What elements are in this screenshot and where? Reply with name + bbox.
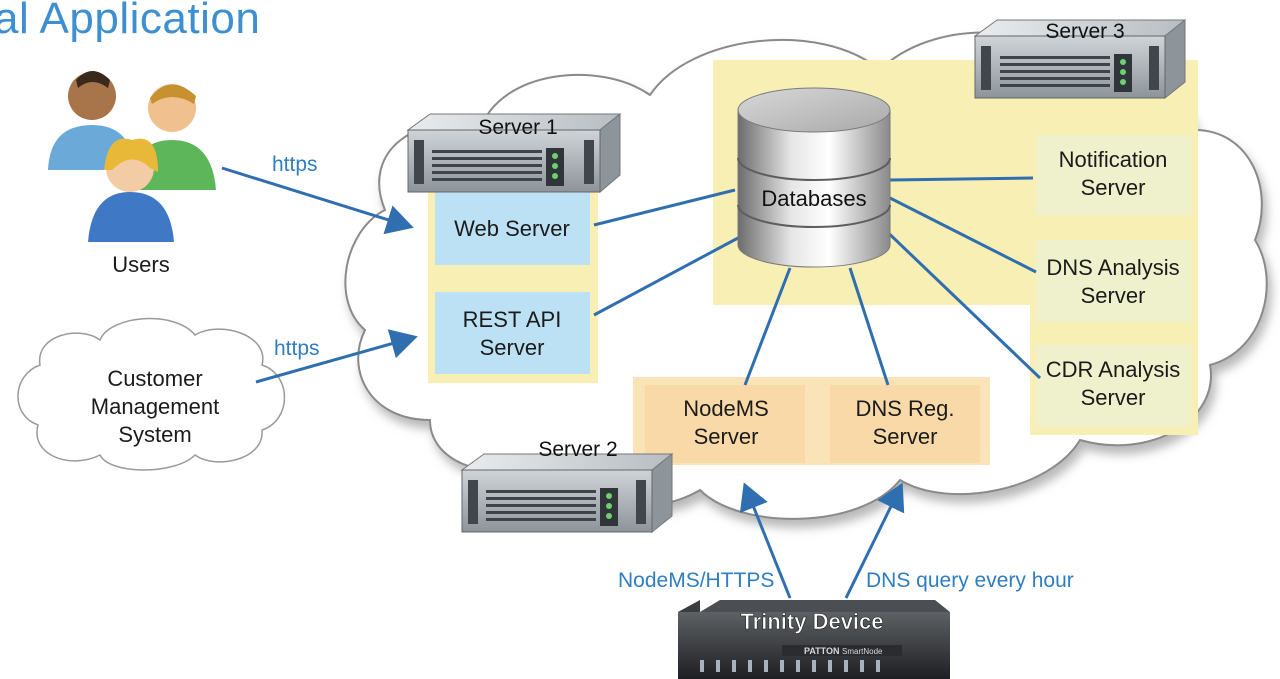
- dns-query-label: DNS query every hour: [866, 569, 1074, 592]
- rest-api-label-line2: Server: [480, 335, 545, 360]
- cdr-analysis-label-line2: Server: [1081, 385, 1146, 410]
- notification-box: [1036, 135, 1191, 215]
- users-icon: Users: [48, 71, 216, 277]
- nodems-label-line1: NodeMS: [683, 396, 769, 421]
- device-model-label: SmartNode: [842, 647, 883, 656]
- users-to-web-arrow: [221, 166, 414, 235]
- nodems-label-line2: Server: [694, 424, 759, 449]
- web-server-label: Web Server: [454, 216, 570, 241]
- dns-analysis-box: [1036, 240, 1191, 322]
- cms-cloud: Customer Management System: [17, 317, 286, 471]
- dns-reg-box: [830, 385, 980, 463]
- device-brand-label: PATTON: [804, 646, 840, 656]
- server2-icon: Server 2: [460, 438, 674, 534]
- dns-analysis-label-line2: Server: [1081, 283, 1146, 308]
- cdr-analysis-box: [1036, 345, 1191, 427]
- dns-reg-label-line2: Server: [873, 424, 938, 449]
- https-cms-label: https: [274, 337, 320, 360]
- notification-label-line2: Server: [1081, 175, 1146, 200]
- server1-label: Server 1: [478, 116, 557, 139]
- dns-reg-label-line1: DNS Reg.: [855, 396, 954, 421]
- cdr-analysis-label-line1: CDR Analysis: [1046, 357, 1180, 382]
- web-server-box: [435, 190, 590, 265]
- dns-analysis-label-line1: DNS Analysis: [1046, 255, 1179, 280]
- trinity-device-icon: PATTON SmartNode Trinity Device: [678, 600, 950, 679]
- users-label: Users: [112, 252, 169, 277]
- cms-to-rest-arrow: [255, 329, 418, 384]
- databases-label: Databases: [761, 186, 866, 211]
- server3-label: Server 3: [1045, 20, 1124, 43]
- nodems-https-label: NodeMS/HTTPS: [618, 569, 774, 592]
- device-to-dnsreg-arrow: [844, 482, 905, 599]
- notification-label-line1: Notification: [1059, 147, 1168, 172]
- device-to-nodems-arrow: [739, 482, 792, 599]
- cms-label-line3: System: [118, 422, 191, 447]
- trinity-device-label: Trinity Device: [740, 609, 883, 634]
- server3-icon: Server 3: [973, 18, 1187, 100]
- cms-label-line1: Customer: [107, 366, 202, 391]
- server2-label: Server 2: [538, 438, 617, 461]
- server1-icon: Server 1: [406, 112, 622, 194]
- rest-api-label-line1: REST API: [463, 307, 562, 332]
- nodems-box: [645, 385, 805, 463]
- database-connections: [593, 176, 1042, 386]
- rest-api-box: [435, 292, 590, 374]
- cms-label-line2: Management: [91, 394, 219, 419]
- databases-icon: Databases: [737, 87, 891, 268]
- https-users-label: https: [272, 153, 318, 176]
- page-title: al Application: [0, 0, 261, 43]
